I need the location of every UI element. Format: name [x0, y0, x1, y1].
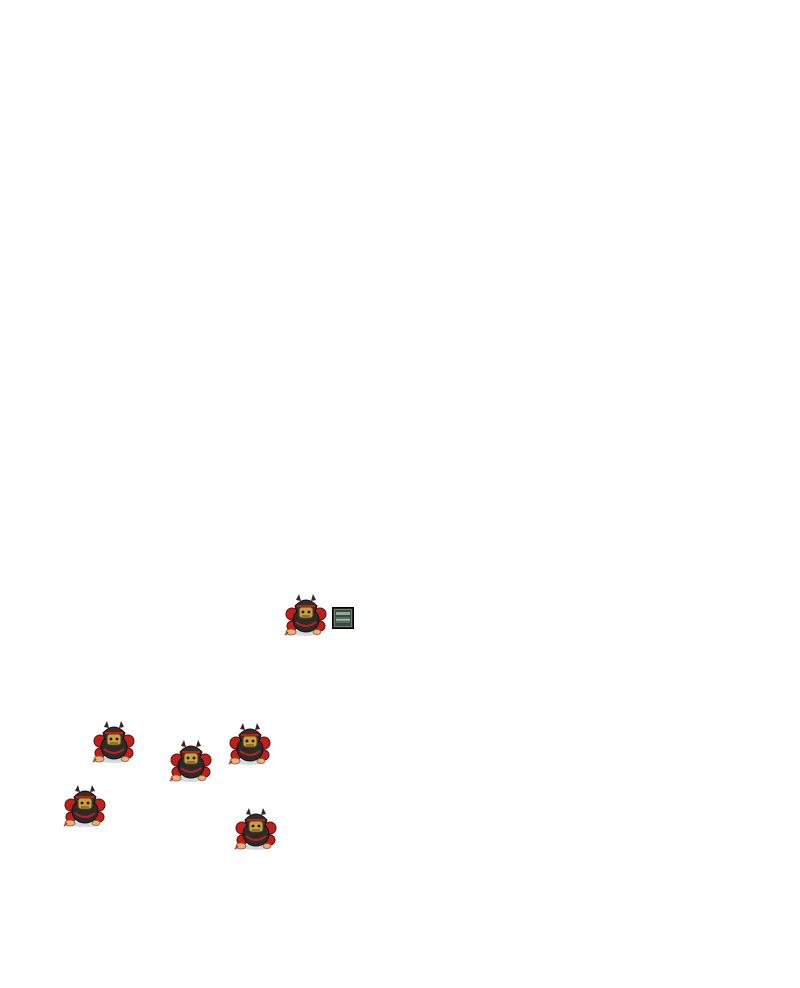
- armored-warrior-icon: [91, 719, 137, 765]
- treasure-chest-item[interactable]: [332, 607, 354, 629]
- armored-warrior-icon: [233, 806, 279, 852]
- armored-warrior-unit-selected[interactable]: [283, 592, 329, 638]
- armored-warrior-unit[interactable]: [91, 719, 137, 765]
- armored-warrior-unit[interactable]: [227, 721, 273, 767]
- armored-warrior-icon: [62, 783, 108, 829]
- armored-warrior-unit[interactable]: [233, 806, 279, 852]
- armored-warrior-icon: [283, 592, 329, 638]
- treasure-chest-icon: [332, 607, 354, 629]
- armored-warrior-unit[interactable]: [62, 783, 108, 829]
- armored-warrior-icon: [168, 738, 214, 784]
- armored-warrior-unit[interactable]: [168, 738, 214, 784]
- armored-warrior-icon: [227, 721, 273, 767]
